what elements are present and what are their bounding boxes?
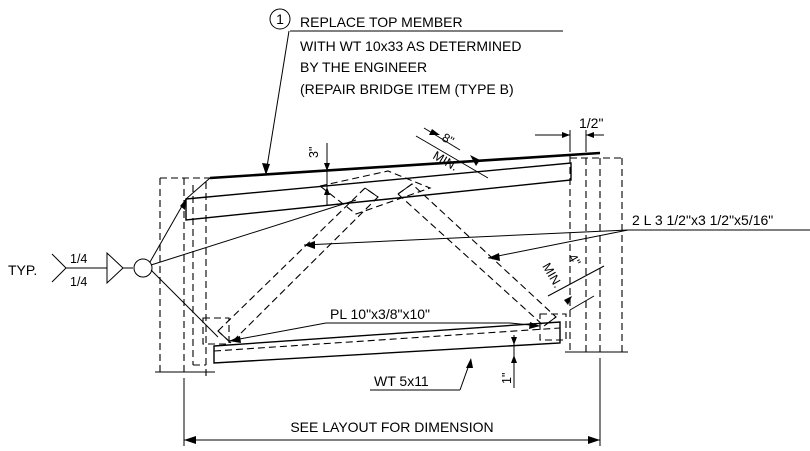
eight-inch-min-label: MIN.: [431, 148, 461, 173]
weld-symbol: TYP. 1/4 1/4: [8, 198, 357, 338]
weld-all-around-circle: [133, 258, 153, 278]
eight-inch-min-dimension: 8" MIN.: [415, 127, 489, 179]
four-inch-label: 4": [565, 252, 583, 269]
note-callout-number: 1: [276, 11, 284, 27]
one-inch-dimension: 1": [500, 335, 517, 388]
plate-callout: PL 10"x3/8"x10": [228, 306, 541, 343]
weld-size-top: 1/4: [70, 252, 87, 266]
note-line-2: WITH WT 10x33 AS DETERMINED: [300, 38, 521, 54]
note-callout-bubble: [269, 8, 291, 30]
right-plate: [539, 313, 567, 341]
four-inch-min-dimension: 4" MIN.: [539, 252, 605, 311]
half-inch-dimension: 1/2": [535, 115, 604, 152]
note-line-1: REPLACE TOP MEMBER: [300, 14, 463, 30]
repair-note: 1 REPLACE TOP MEMBER WITH WT 10x33 AS DE…: [262, 8, 563, 175]
note-leader: [265, 30, 290, 174]
plate-label: PL 10"x3/8"x10": [330, 306, 430, 322]
note-line-3: BY THE ENGINEER: [300, 59, 427, 75]
left-post: [155, 177, 215, 378]
overall-dimension-label: SEE LAYOUT FOR DIMENSION: [290, 419, 493, 435]
left-plate: [202, 317, 230, 345]
bottom-member-label: WT 5x11: [374, 373, 429, 389]
right-diagonal-angle: [397, 183, 557, 327]
four-inch-min-label: MIN.: [539, 261, 564, 291]
note-line-4: (REPAIR BRIDGE ITEM (TYPE B): [300, 81, 514, 97]
note-leader-arrow: [262, 163, 270, 175]
one-inch-label: 1": [500, 373, 514, 384]
bottom-member-callout: WT 5x11: [370, 358, 473, 391]
angles-label: 2 L 3 1/2"x3 1/2"x5/16": [632, 212, 773, 228]
eight-inch-label: 8": [440, 130, 457, 148]
three-inch-label: 3": [307, 147, 321, 158]
overall-dimension: SEE LAYOUT FOR DIMENSION: [183, 358, 601, 446]
top-member: [185, 151, 601, 221]
typ-label: TYP.: [8, 262, 37, 278]
right-post: [565, 156, 628, 353]
half-inch-label: 1/2": [579, 115, 603, 131]
bottom-member: [213, 321, 561, 364]
weld-size-bottom: 1/4: [70, 275, 87, 289]
three-inch-dimension: 3": [307, 143, 330, 205]
top-gusset-outline: [318, 170, 432, 215]
angles-callout: 2 L 3 1/2"x3 1/2"x5/16": [303, 212, 810, 261]
